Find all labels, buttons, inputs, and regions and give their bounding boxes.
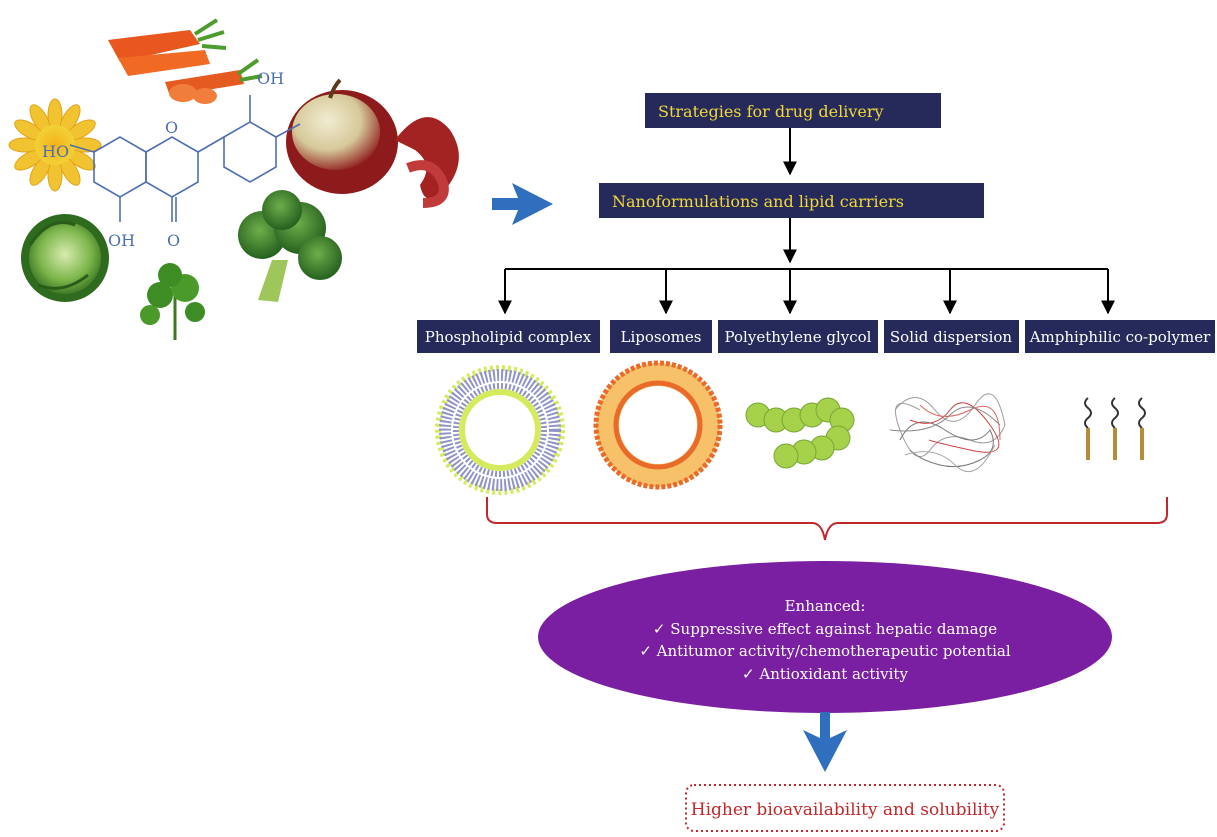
luteolin-molecule	[69, 95, 301, 222]
right-arrow-icon	[492, 183, 553, 225]
amphiphilic-copolymer-illustration	[1084, 397, 1146, 460]
category-amphiphilic-copolymer: Amphiphilic co-polymer	[1025, 320, 1215, 353]
phospholipid-complex-illustration	[435, 365, 565, 495]
flower-icon	[8, 98, 102, 192]
label-ho-left: HO	[42, 142, 69, 161]
box-strategies-label: Strategies for drug delivery	[658, 102, 884, 121]
result-box: Higher bioavailability and solubility	[685, 784, 1005, 832]
category-label: Polyethylene glycol	[725, 328, 872, 346]
enhanced-item: ✓ Antitumor activity/chemotherapeutic po…	[639, 642, 1011, 660]
parsley-icon	[140, 263, 205, 340]
category-label: Solid dispersion	[890, 328, 1013, 346]
carrot-icon	[108, 18, 263, 104]
enhanced-heading: Enhanced:	[785, 597, 866, 615]
liposome-illustration	[593, 360, 723, 490]
category-solid-dispersion: Solid dispersion	[884, 320, 1019, 353]
box-strategies: Strategies for drug delivery	[645, 93, 941, 128]
box-nanoformulations-label: Nanoformulations and lipid carriers	[612, 192, 904, 211]
molecule-labels: OH HO OH O O	[42, 69, 284, 250]
label-oh-top: OH	[257, 69, 284, 88]
label-oh-bottom: OH	[108, 231, 135, 250]
category-label: Liposomes	[621, 328, 702, 346]
label-ring-o: O	[165, 118, 178, 137]
polyethylene-glycol-illustration	[745, 397, 855, 469]
result-label: Higher bioavailability and solubility	[691, 800, 1000, 820]
grouping-brace	[486, 497, 1168, 541]
broccoli-icon	[238, 190, 342, 302]
enhanced-effects-oval: Enhanced: ✓ Suppressive effect against h…	[538, 561, 1112, 713]
solid-dispersion-illustration	[889, 393, 1006, 473]
cabbage-icon	[21, 214, 109, 302]
category-label: Phospholipid complex	[425, 328, 592, 346]
enhanced-item: ✓ Suppressive effect against hepatic dam…	[653, 620, 997, 638]
enhanced-item: ✓ Antioxidant activity	[742, 665, 908, 683]
category-label: Amphiphilic co-polymer	[1029, 328, 1211, 346]
category-liposomes: Liposomes	[610, 320, 712, 353]
category-polyethylene-glycol: Polyethylene glycol	[718, 320, 878, 353]
category-phospholipid-complex: Phospholipid complex	[417, 320, 600, 353]
down-arrow-icon	[803, 712, 847, 772]
box-nanoformulations: Nanoformulations and lipid carriers	[599, 183, 984, 218]
label-keto-o: O	[167, 231, 180, 250]
apple-icon	[286, 78, 459, 208]
